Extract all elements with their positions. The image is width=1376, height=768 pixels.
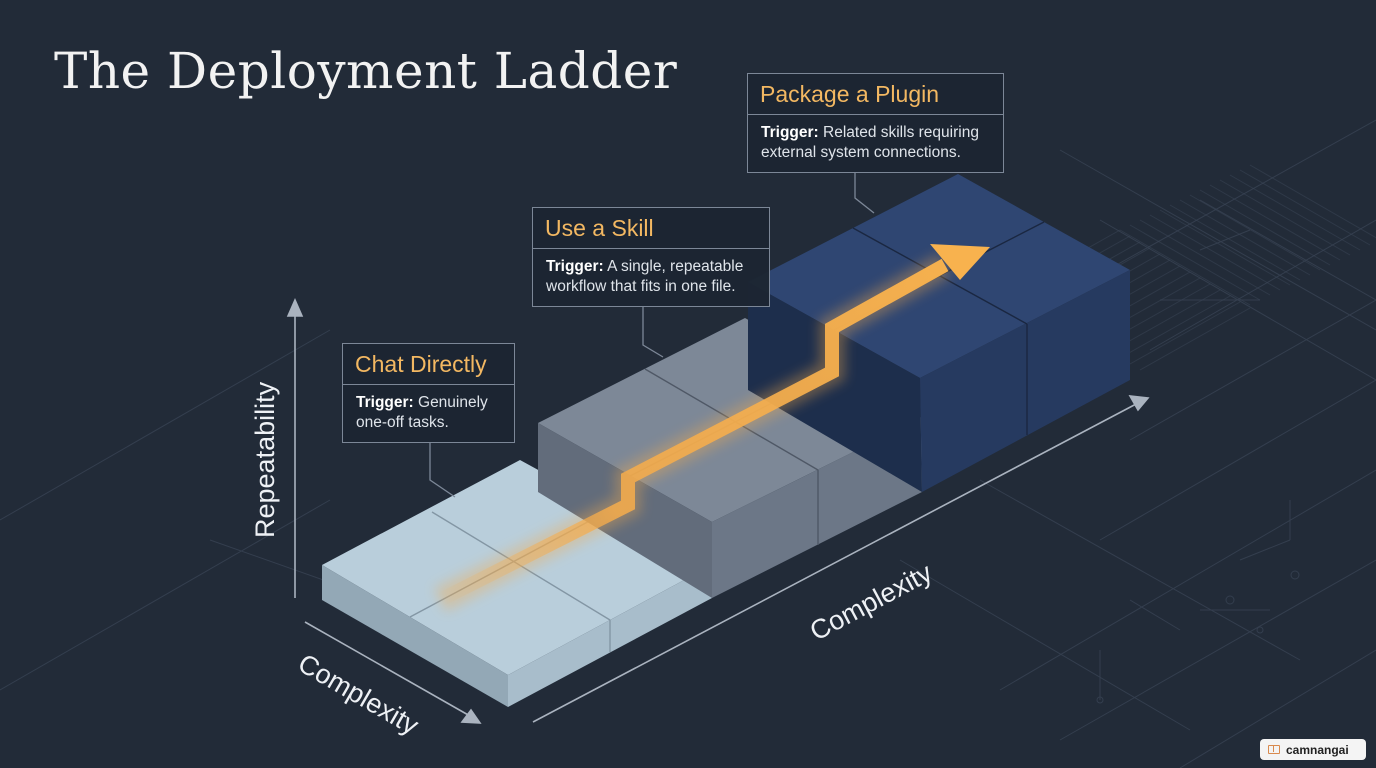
trigger-label: Trigger:	[356, 394, 414, 411]
trigger-text: Genuinely one-off tasks.	[356, 394, 488, 431]
trigger-text: A single, repeatable workflow that fits …	[546, 258, 744, 295]
circuit-background	[0, 119, 1376, 768]
axis-lines	[286, 298, 1150, 724]
axis-label-repeatability: Repeatability	[250, 381, 280, 538]
callout-trigger: Trigger: A single, repeatable workflow t…	[533, 249, 769, 305]
arrow-head	[930, 244, 990, 280]
callout-trigger: Trigger: Related skills requiring extern…	[748, 115, 1003, 171]
callout-title: Package a Plugin	[748, 74, 1003, 115]
page-title: The Deployment Ladder	[54, 42, 678, 100]
depth-axis-arrowhead	[460, 708, 482, 724]
progression-arrow	[434, 244, 990, 612]
callout-connectors	[429, 172, 875, 498]
horizontal-axis-line	[532, 402, 1139, 723]
vertical-axis-arrowhead	[286, 298, 304, 317]
horizontal-axis-arrowhead	[1128, 395, 1150, 412]
callout-trigger: Trigger: Genuinely one-off tasks.	[343, 385, 514, 441]
watermark-badge: camnangai	[1260, 739, 1366, 760]
callout-package-a-plugin: Package a Plugin Trigger: Related skills…	[747, 73, 1004, 173]
callout-title: Chat Directly	[343, 344, 514, 385]
depth-axis-line	[304, 621, 471, 717]
callout-use-a-skill: Use a Skill Trigger: A single, repeatabl…	[532, 207, 770, 307]
trigger-label: Trigger:	[761, 124, 819, 141]
trigger-label: Trigger:	[546, 258, 604, 275]
trigger-text: Related skills requiring external system…	[761, 124, 979, 161]
callout-title: Use a Skill	[533, 208, 769, 249]
watermark-text: camnangai	[1286, 742, 1349, 757]
callout-chat-directly: Chat Directly Trigger: Genuinely one-off…	[342, 343, 515, 443]
book-icon	[1268, 745, 1280, 754]
